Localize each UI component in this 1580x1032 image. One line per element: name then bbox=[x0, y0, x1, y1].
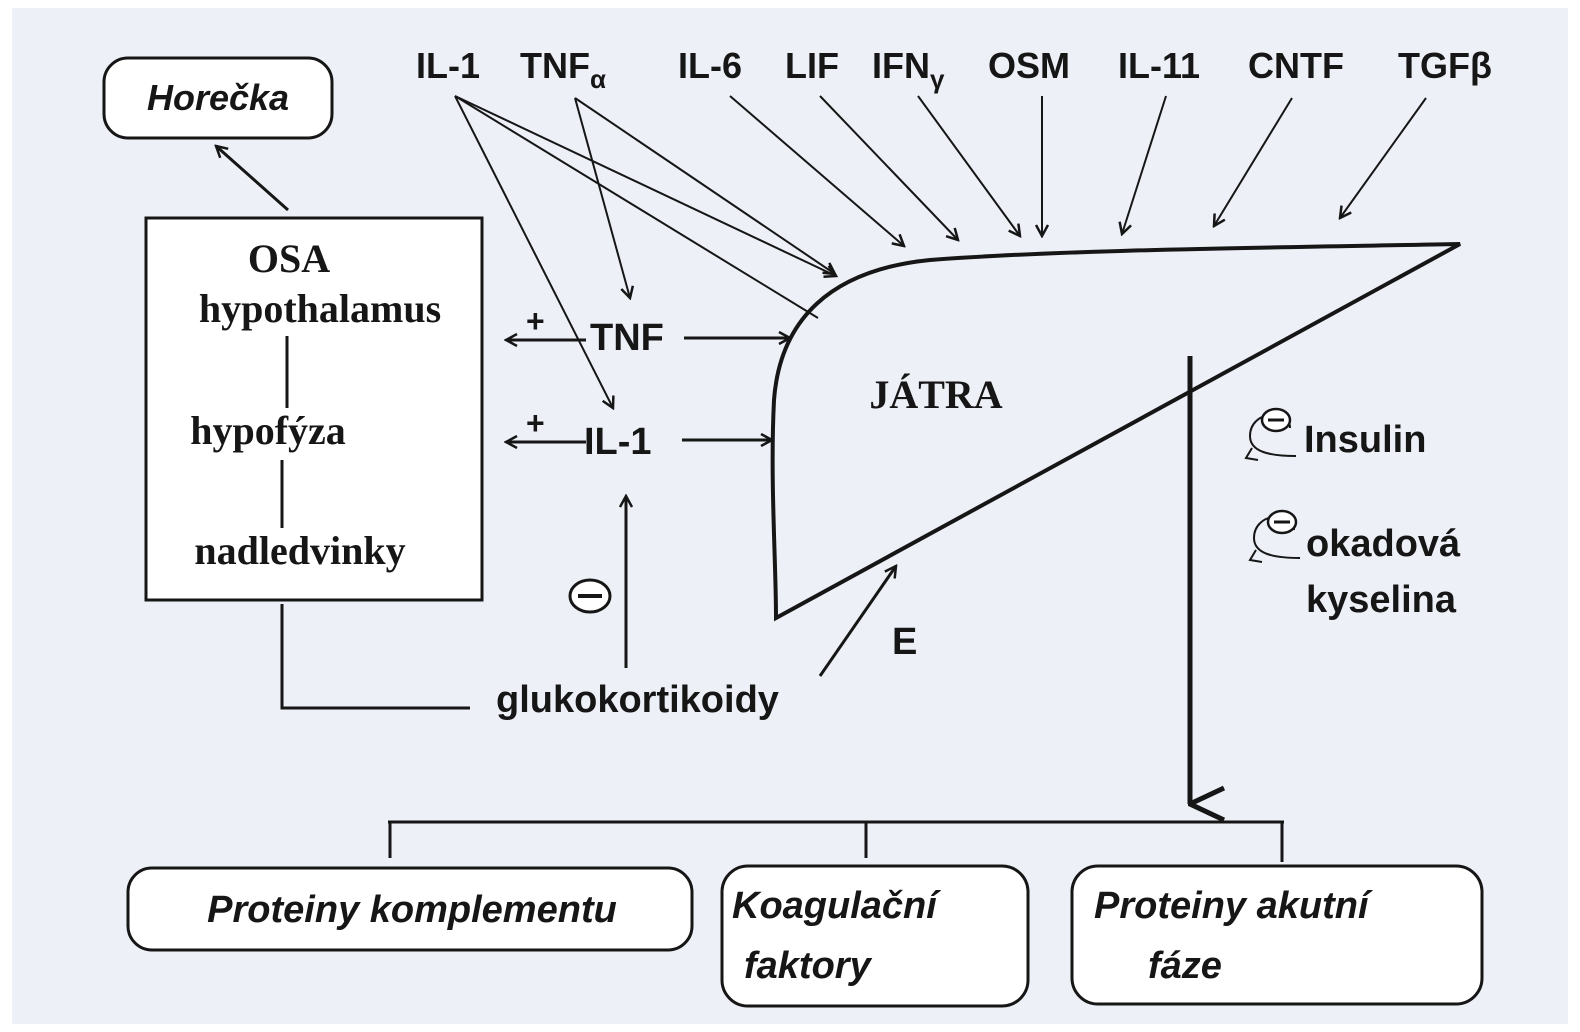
output-branch bbox=[388, 822, 1284, 862]
fever-box: Horečka bbox=[104, 58, 332, 138]
osa-hypothalamus: hypothalamus bbox=[199, 286, 441, 331]
cytokine-il11: IL-11 bbox=[1118, 45, 1200, 86]
output-complement: Proteiny komplementu bbox=[128, 868, 692, 950]
plus-sign-il1: + bbox=[526, 405, 545, 441]
fever-label: Horečka bbox=[147, 77, 289, 118]
arrow-il11 bbox=[1122, 96, 1166, 234]
osa-axis-box: OSA hypothalamus hypofýza nadledvinky bbox=[146, 218, 482, 600]
cytokine-il6: IL-6 bbox=[678, 45, 742, 86]
arrow-il6 bbox=[730, 96, 904, 246]
cytokine-ifn-gamma: IFNγ bbox=[872, 45, 945, 94]
output-acute-phase: Proteiny akutní fáze bbox=[1072, 866, 1482, 1004]
acute-phase-label-line1: Proteiny akutní bbox=[1094, 885, 1373, 927]
okadaic-label-line1: okadová bbox=[1306, 523, 1461, 565]
cytokine-labels: IL-1 TNFα IL-6 LIF IFNγ OSM IL-11 CNTF T… bbox=[416, 45, 1492, 94]
output-coagulation: Koagulační faktory bbox=[722, 866, 1028, 1006]
arrow-il1-liver-tail bbox=[455, 96, 818, 318]
il1-label: IL-1 bbox=[584, 421, 652, 463]
cytokine-il1-top: IL-1 bbox=[416, 45, 480, 86]
tnf-feedback: + TNF bbox=[506, 303, 790, 359]
arrow-tgf bbox=[1340, 98, 1426, 218]
cytokine-tnf-alpha: TNFα bbox=[520, 45, 606, 94]
acute-phase-label-line2: fáze bbox=[1148, 945, 1222, 987]
okadaic-arrow-tip bbox=[1250, 550, 1262, 562]
glucocorticoids-label: glukokortikoidy bbox=[496, 679, 779, 721]
osa-to-glucocorticoids-line bbox=[282, 604, 470, 708]
liver-label: JÁTRA bbox=[869, 372, 1002, 417]
osa-nadledvinky: nadledvinky bbox=[194, 528, 405, 573]
plus-sign-tnf: + bbox=[526, 303, 545, 339]
complement-label: Proteiny komplementu bbox=[207, 889, 617, 931]
cytokine-arrows bbox=[455, 96, 1426, 408]
okadaic-label-line2: kyselina bbox=[1306, 579, 1457, 621]
arrow-cntf bbox=[1214, 98, 1292, 226]
minus-circle-icon bbox=[570, 580, 610, 612]
arrow-osa-to-fever bbox=[216, 146, 288, 210]
okadaic-acid-inhibitor: okadová kyselina bbox=[1250, 511, 1461, 621]
cytokine-lif: LIF bbox=[785, 45, 839, 86]
insulin-arrow-tip bbox=[1246, 448, 1258, 460]
coagulation-label-line2: faktory bbox=[744, 945, 873, 987]
arrow-e-to-liver bbox=[820, 566, 896, 676]
cytokine-osm: OSM bbox=[988, 45, 1070, 86]
arrow-lif bbox=[820, 96, 958, 240]
osa-title: OSA bbox=[248, 236, 330, 281]
arrow-il1-to-liver bbox=[455, 96, 836, 276]
cytokine-tgf-beta: TGFβ bbox=[1398, 45, 1492, 86]
il1-feedback: + IL-1 bbox=[506, 405, 772, 463]
e-label: E bbox=[892, 621, 917, 663]
arrow-tnf-to-liver bbox=[575, 98, 835, 274]
osa-hypofyza: hypofýza bbox=[190, 408, 346, 453]
insulin-inhibitor: Insulin bbox=[1246, 409, 1426, 461]
cytokine-cntf: CNTF bbox=[1248, 45, 1344, 86]
insulin-label: Insulin bbox=[1304, 419, 1426, 461]
coagulation-label-line1: Koagulační bbox=[732, 885, 941, 927]
tnf-label: TNF bbox=[590, 317, 664, 359]
